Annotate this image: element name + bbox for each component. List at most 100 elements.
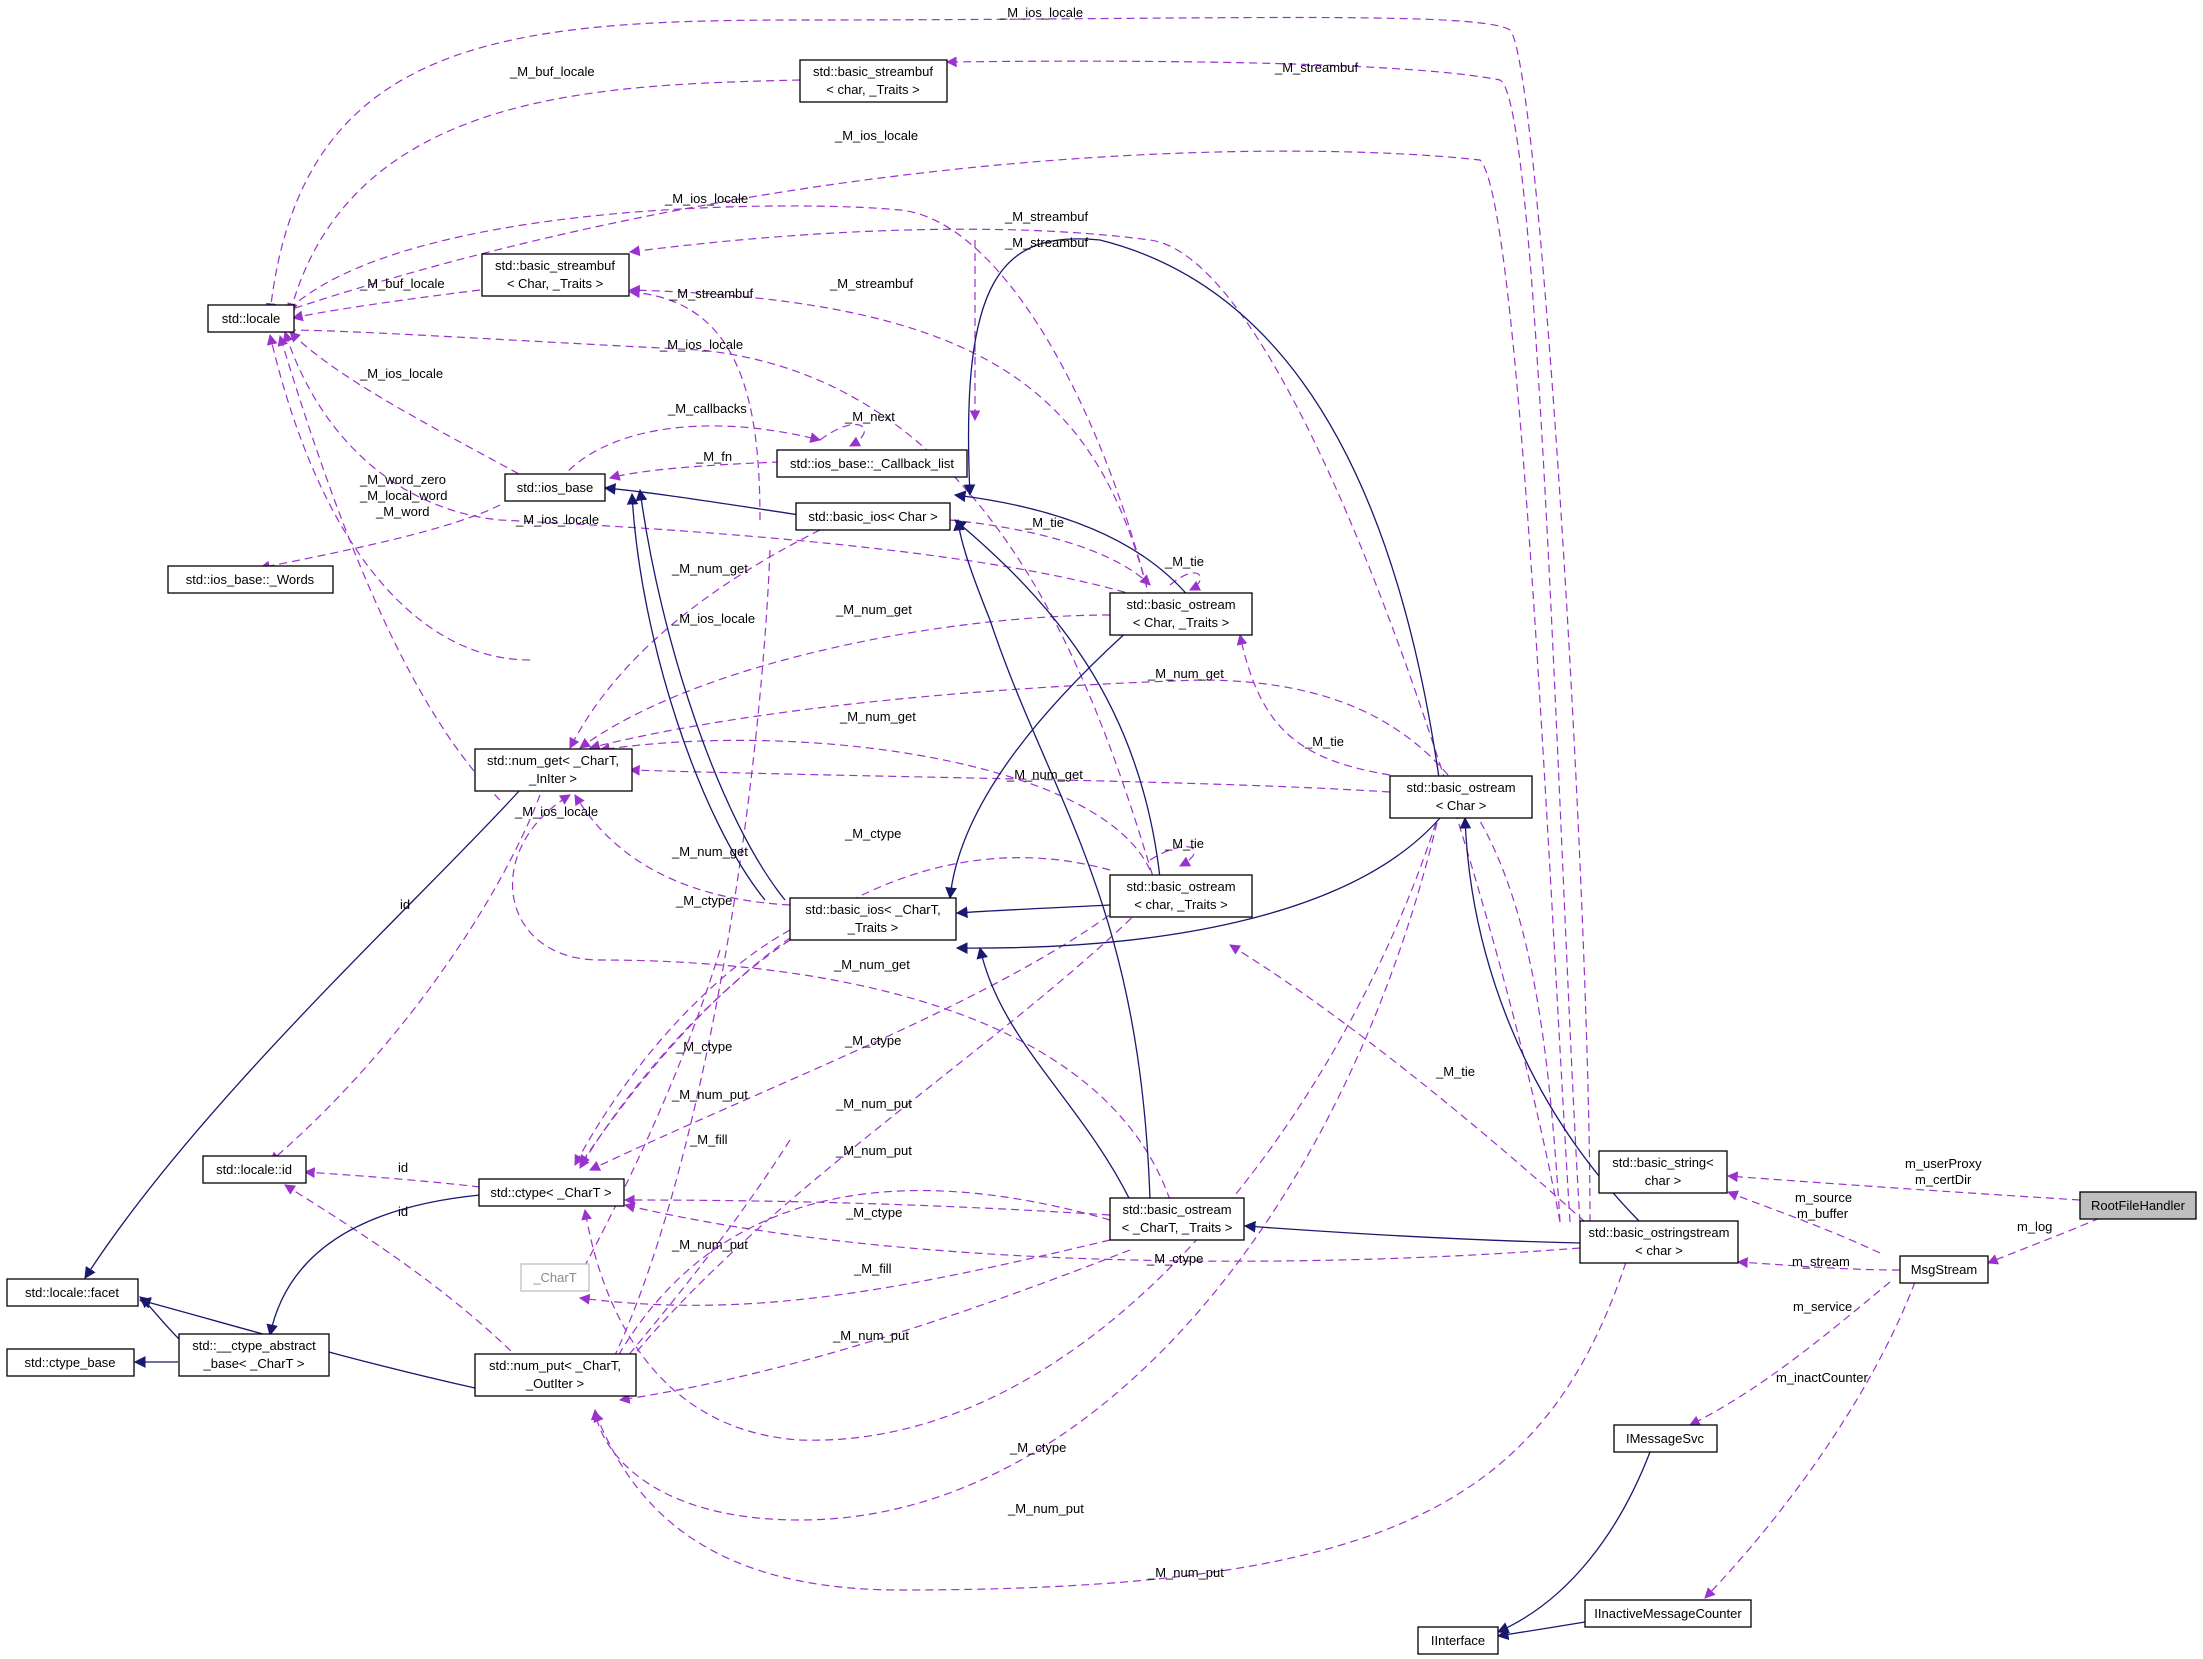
edge-label: _M_callbacks [667,401,747,416]
svg-text:std::ctype< _CharT >: std::ctype< _CharT > [490,1185,611,1200]
svg-text:_base< _CharT >: _base< _CharT > [203,1356,305,1371]
node-basic-streambuf-Char[interactable]: std::basic_streambuf < Char, _Traits > [481,253,630,297]
node-locale-facet[interactable]: std::locale::facet [6,1278,139,1307]
node-ios-base-words[interactable]: std::ios_base::_Words [167,565,334,594]
edge-num-put-2 [609,899,1151,1386]
edge-streambuf-2 [628,284,1151,601]
svg-text:std::basic_streambuf: std::basic_streambuf [813,64,933,79]
edge-label: _M_ctype [844,1033,901,1048]
node-basic-streambuf-char[interactable]: std::basic_streambuf < char, _Traits > [799,59,948,103]
edge-label: _M_fill [853,1261,892,1276]
edge-label: _M_tie [1435,1064,1475,1079]
edge-label: _M_streambuf [1004,235,1088,250]
svg-text:std::ctype_base: std::ctype_base [24,1355,115,1370]
node-ios-base[interactable]: std::ios_base [504,473,606,502]
edge-inh-ostream-char-traits-to-ios-CharT [955,904,1111,919]
edge-tie-4 [1229,944,1586,1223]
edge-inh-ostream-Char-to-ios-CharT [955,817,1441,954]
edge-num-put-3 [599,1189,1111,1391]
edge-num-get-7 [511,794,1171,1201]
edge-label: _M_tie [1164,836,1204,851]
svg-text:std::basic_streambuf: std::basic_streambuf [495,258,615,273]
edge-service [1689,1281,1891,1426]
svg-text:std::locale::facet: std::locale::facet [25,1285,119,1300]
edge-label: _M_ios_locale [515,512,599,527]
edge-label: _M_ios_locale [999,5,1083,20]
edge-ctype-7 [581,809,1441,1441]
edge-fn [608,461,781,481]
svg-text:std::locale: std::locale [222,311,281,326]
edge-label: _M_ctype [844,826,901,841]
svg-text:_Traits >: _Traits > [847,920,898,935]
svg-text:< char, _Traits >: < char, _Traits > [1134,897,1227,912]
edge-label: _M_next [844,409,895,424]
node-basic-ostream-Char[interactable]: std::basic_ostream < Char > [1389,775,1533,819]
edge-label: _M_tie [1164,554,1204,569]
edge-inh-ostream-char-traits-to-ios-Char [954,519,1161,879]
edge-label: _M_num_put [835,1096,912,1111]
edge-num-put-4 [599,1139,791,1391]
edge-inh-ios-CharT-to-ios-base-1 [635,488,786,901]
node-ctype-abstract-base[interactable]: std::__ctype_abstract _base< _CharT > [178,1333,330,1377]
edge-label: m_stream [1792,1254,1850,1269]
edge-tie-2 [1236,633,1391,776]
node-num-get[interactable]: std::num_get< _CharT, _InIter > [474,748,633,792]
svg-text:< _CharT, _Traits >: < _CharT, _Traits > [1122,1220,1233,1235]
node-ctype-base[interactable]: std::ctype_base [6,1348,135,1377]
edge-label: _M_word [375,504,429,519]
edge-num-put-1 [599,549,771,1386]
node-locale-id[interactable]: std::locale::id [202,1155,307,1184]
edge-label: _M_local_word [359,488,447,503]
edge-num-get-6 [574,794,791,906]
edge-label: _M_num_get [1147,666,1224,681]
edge-label: _M_ios_locale [671,611,755,626]
node-msg-stream[interactable]: MsgStream [1899,1255,1989,1284]
edge-num-get-5 [598,739,1151,871]
edge-label: _M_word_zero [359,472,446,487]
edge-label: _M_ios_locale [514,804,598,819]
edge-inh-ostream-Char-traits-to-ios-Char [953,490,1191,599]
edge-streambuf-ostringstream [945,56,1581,1223]
node-num-put[interactable]: std::num_put< _CharT, _OutIter > [474,1353,637,1397]
edge-label: _M_num_put [671,1237,748,1252]
node-basic-ios-CharT[interactable]: std::basic_ios< _CharT, _Traits > [789,897,957,941]
edge-inh-ios-Char-to-ios-base [603,483,801,516]
edge-ctype-6 [623,1201,1581,1262]
edge-label: _M_num_get [671,561,748,576]
node-basic-ostream-Char-traits[interactable]: std::basic_ostream < Char, _Traits > [1109,592,1253,636]
node-basic-string-char[interactable]: std::basic_string< char > [1598,1150,1728,1194]
svg-text:_CharT: _CharT [532,1270,576,1285]
edge-num-put-5 [618,1249,1131,1404]
edge-label: m_certDir [1915,1172,1972,1187]
edge-num-get-3 [588,679,1561,1223]
node-ctype[interactable]: std::ctype< _CharT > [478,1178,625,1207]
edge-streambuf-1 [628,228,1561,1223]
edge-label: id [400,897,410,912]
node-iinactive-message-counter[interactable]: IInactiveMessageCounter [1584,1599,1752,1628]
svg-text:std::basic_ostream: std::basic_ostream [1126,597,1235,612]
edge-label: m_userProxy [1905,1156,1982,1171]
node-basic-ostream-char-traits[interactable]: std::basic_ostream < char, _Traits > [1109,874,1253,918]
node-CharT[interactable]: _CharT [520,1263,590,1292]
edge-label: _M_num_put [1147,1565,1224,1580]
node-root-file-handler[interactable]: RootFileHandler [2079,1191,2197,1220]
edge-label: _M_ios_locale [359,366,443,381]
node-basic-ios-Char[interactable]: std::basic_ios< Char > [795,502,951,531]
node-iinterface[interactable]: IInterface [1417,1626,1499,1655]
edge-ctype-3 [579,939,791,1169]
edge-tie-self [1169,572,1202,591]
node-imessage-svc[interactable]: IMessageSvc [1613,1424,1718,1453]
svg-text:std::basic_ios< Char >: std::basic_ios< Char > [808,509,937,524]
edge-label: _M_ios_locale [659,337,743,352]
svg-text:std::basic_ostream: std::basic_ostream [1406,780,1515,795]
svg-text:std::basic_ostream: std::basic_ostream [1122,1202,1231,1217]
node-basic-ostream-CharT-traits[interactable]: std::basic_ostream < _CharT, _Traits > [1109,1197,1245,1241]
edge-label: _M_fill [689,1132,728,1147]
edge-fill-1 [579,949,721,1276]
node-basic-ostringstream-char[interactable]: std::basic_ostringstream < char > [1579,1220,1739,1264]
node-std-locale[interactable]: std::locale [207,304,295,333]
svg-text:< char, _Traits >: < char, _Traits > [826,82,919,97]
edge-ios-locale-8 [277,334,501,801]
node-callback-list[interactable]: std::ios_base::_Callback_list [776,449,968,478]
